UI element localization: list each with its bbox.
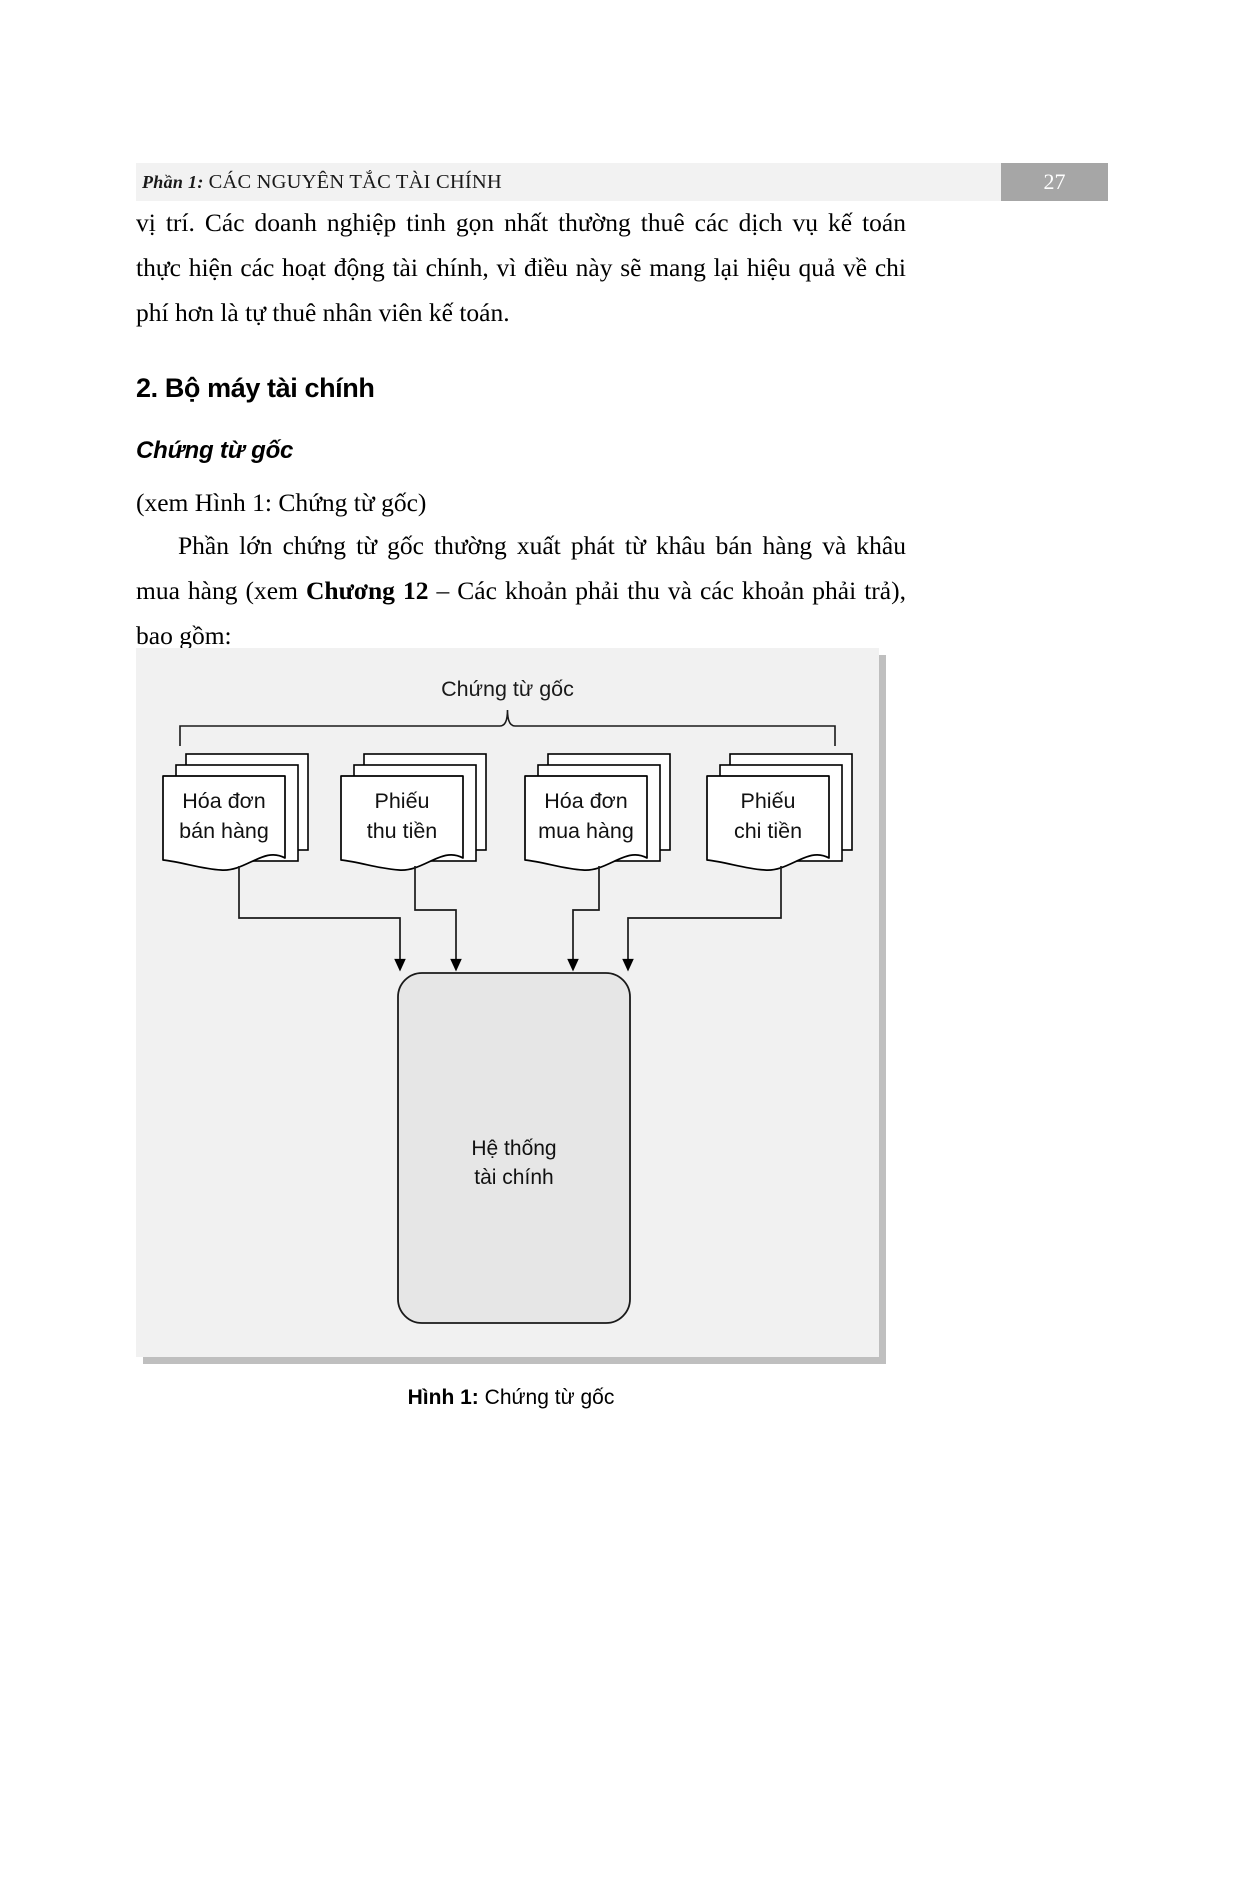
figure-panel: Chứng từ gốc Hóa đơn bán hàng Phiếu bbox=[136, 648, 879, 1357]
document-stack-1: Hóa đơn bán hàng bbox=[162, 753, 309, 871]
running-head-part-label: Phần 1: bbox=[142, 171, 204, 192]
document-front-sheet bbox=[162, 775, 286, 871]
running-head-text: Phần 1: CÁC NGUYÊN TẮC TÀI CHÍNH bbox=[136, 171, 502, 194]
document-label-line2: bán hàng bbox=[179, 819, 269, 843]
paragraph-sources: Phần lớn chứng từ gốc thường xuất phát t… bbox=[136, 523, 906, 658]
document-label-line2: mua hàng bbox=[538, 819, 634, 843]
chapter-reference: Chương 12 bbox=[305, 576, 429, 605]
running-head-title: CÁC NGUYÊN TẮC TÀI CHÍNH bbox=[208, 170, 502, 193]
connector-2 bbox=[414, 866, 462, 972]
page-number: 27 bbox=[1043, 169, 1066, 194]
system-box-label-line1: Hệ thống bbox=[471, 1137, 556, 1160]
document-label-line1: Hóa đơn bbox=[544, 789, 627, 813]
document-label-line2: thu tiền bbox=[367, 819, 438, 843]
document-front-sheet bbox=[340, 775, 464, 871]
connectors bbox=[238, 866, 782, 972]
brace-label: Chứng từ gốc bbox=[441, 677, 574, 701]
connector-3 bbox=[567, 866, 600, 972]
figure-caption-label: Hình 1: bbox=[407, 1386, 479, 1409]
figure-diagram: Chứng từ gốc Hóa đơn bán hàng Phiếu bbox=[162, 677, 853, 1324]
running-head: Phần 1: CÁC NGUYÊN TẮC TÀI CHÍNH 27 bbox=[136, 163, 1108, 201]
paragraph-sources-part2: – Các khoản phải thu và các khoản phải t… bbox=[136, 576, 906, 650]
document-stack-4: Phiếu chi tiền bbox=[706, 753, 853, 871]
figure-caption: Hình 1: Chứng từ gốc bbox=[136, 1386, 886, 1410]
document-label-line2: chi tiền bbox=[734, 819, 802, 843]
document-label-line1: Hóa đơn bbox=[182, 789, 265, 813]
document-stack-3: Hóa đơn mua hàng bbox=[524, 753, 671, 871]
connector-4 bbox=[622, 866, 782, 972]
document-label-line1: Phiếu bbox=[741, 789, 796, 813]
page-number-box: 27 bbox=[1001, 163, 1108, 201]
figure-chung-tu-goc: Chứng từ gốc Hóa đơn bán hàng Phiếu bbox=[136, 648, 886, 1364]
document-label-line1: Phiếu bbox=[375, 789, 430, 813]
page-content: vị trí. Các doanh nghiệp tinh gọn nhất t… bbox=[136, 200, 906, 658]
system-box: Hệ thống tài chính bbox=[397, 972, 631, 1324]
paragraph-intro: vị trí. Các doanh nghiệp tinh gọn nhất t… bbox=[136, 208, 906, 327]
section-heading: 2. Bộ máy tài chính bbox=[136, 373, 375, 403]
document-stack-2: Phiếu thu tiền bbox=[340, 753, 487, 871]
figure-caption-text: Chứng từ gốc bbox=[484, 1386, 615, 1409]
figure-reference-line: (xem Hình 1: Chứng từ gốc) bbox=[136, 488, 427, 517]
connector-1 bbox=[238, 866, 406, 972]
paragraph-sources-part1: Phần lớn chứng từ gốc thường xuất phát t… bbox=[136, 531, 906, 605]
sub-heading: Chứng từ gốc bbox=[136, 437, 294, 464]
document-front-sheet bbox=[524, 775, 648, 871]
system-box-label-line2: tài chính bbox=[474, 1166, 553, 1189]
document-front-sheet bbox=[706, 775, 830, 871]
curly-brace bbox=[179, 709, 836, 746]
